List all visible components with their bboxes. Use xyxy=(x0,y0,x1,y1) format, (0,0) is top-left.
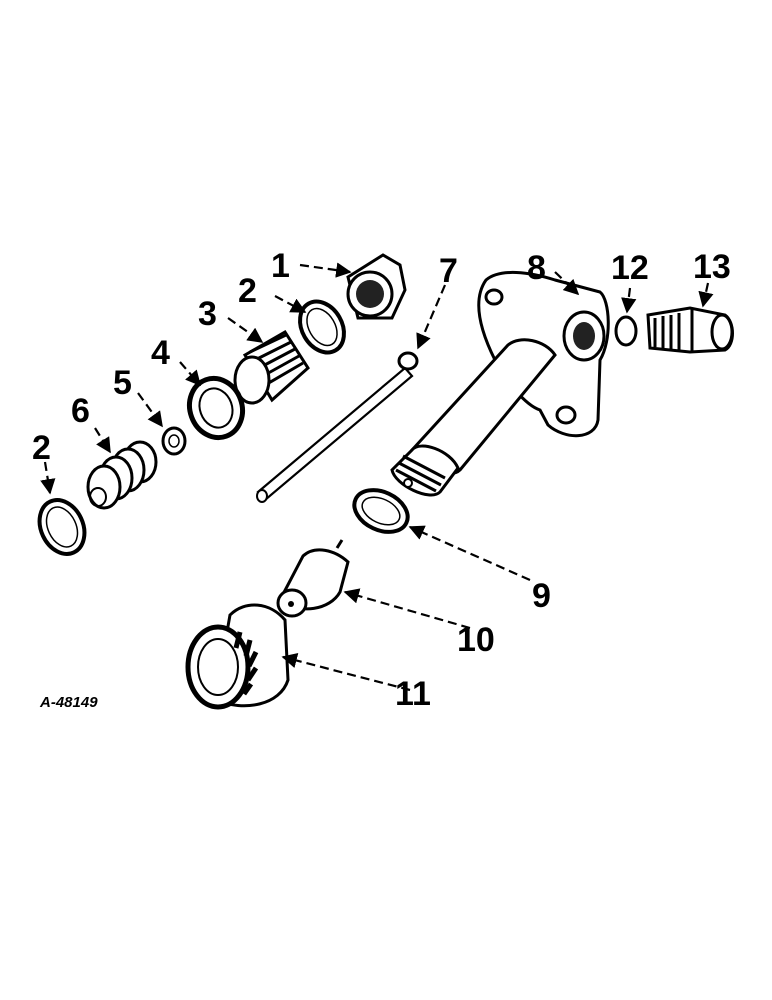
part-8-injector-body xyxy=(390,270,610,497)
part-2-washer-upper xyxy=(298,299,346,355)
callout-1: 1 xyxy=(271,247,290,285)
callout-5: 5 xyxy=(113,364,132,402)
callout-2-upper: 2 xyxy=(238,272,257,310)
part-13-fitting xyxy=(646,306,734,354)
part-1-nut xyxy=(346,253,407,320)
callout-7: 7 xyxy=(439,252,458,290)
callout-12: 12 xyxy=(611,249,649,287)
callout-13: 13 xyxy=(693,248,731,286)
part-11-cap-nut xyxy=(185,603,290,710)
part-10-nozzle xyxy=(276,539,350,618)
part-4-hex-nut xyxy=(187,375,245,441)
part-12-o-ring xyxy=(614,315,638,347)
callout-3: 3 xyxy=(198,295,217,333)
part-7-push-rod xyxy=(256,351,419,503)
callout-8: 8 xyxy=(527,249,546,287)
leader-lines xyxy=(40,262,714,692)
part-2-washer-lower xyxy=(37,498,87,556)
part-3-threaded-body xyxy=(233,329,310,405)
part-9-washer xyxy=(352,488,410,534)
callout-9: 9 xyxy=(532,577,551,615)
part-6-spring xyxy=(86,440,158,510)
callout-11: 11 xyxy=(395,675,431,713)
callout-4: 4 xyxy=(151,334,170,372)
part-5-small-washer xyxy=(161,426,187,456)
callout-2-lower: 2 xyxy=(32,429,51,467)
callout-10: 10 xyxy=(457,621,495,659)
drawing-reference-number: A-48149 xyxy=(39,694,98,711)
callout-6: 6 xyxy=(71,392,90,430)
